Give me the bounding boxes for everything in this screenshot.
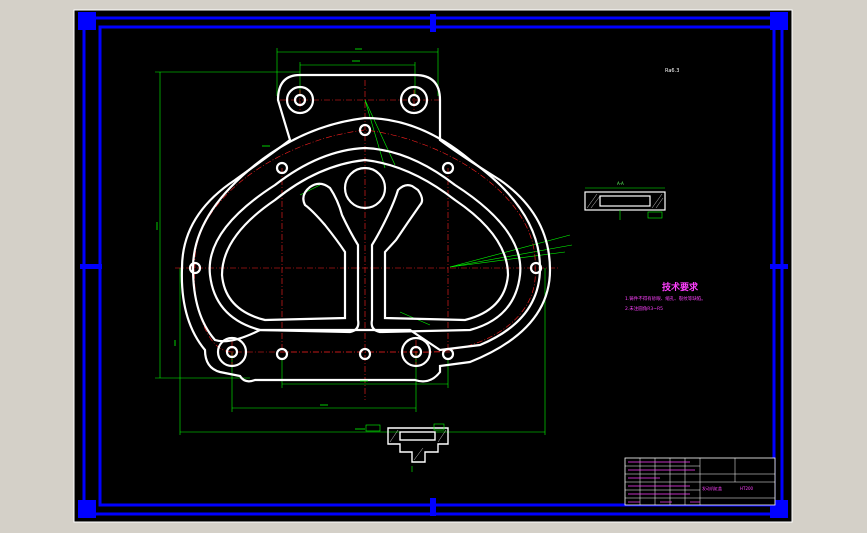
dimension-values <box>156 48 368 430</box>
title-block[interactable]: 发动机缸盖 HT200 <box>624 457 776 506</box>
tech-requirements-title: 技术要求 <box>662 281 699 293</box>
frame-corner-markers <box>78 12 788 518</box>
tech-requirement-line-1: 1.铸件不得有砂眼、缩孔、裂纹等缺陷。 <box>625 295 706 302</box>
main-view[interactable] <box>155 48 573 435</box>
title-block-part-name: 发动机缸盖 <box>702 485 722 491</box>
section-label: A-A <box>617 181 624 186</box>
dimension-lines <box>155 48 573 435</box>
tech-requirement-line-2: 2.未注圆角R3~R5 <box>625 305 663 312</box>
part-outline <box>180 73 552 383</box>
title-block-material: HT200 <box>740 486 754 491</box>
roughness-mark: Ra6.3 <box>665 68 679 74</box>
tech-requirements[interactable]: 技术要求 1.铸件不得有砂眼、缩孔、裂纹等缺陷。 2.未注圆角R3~R5 <box>625 281 706 312</box>
detail-view-bottom[interactable] <box>365 423 449 472</box>
section-view-aa[interactable]: A-A <box>584 181 666 220</box>
